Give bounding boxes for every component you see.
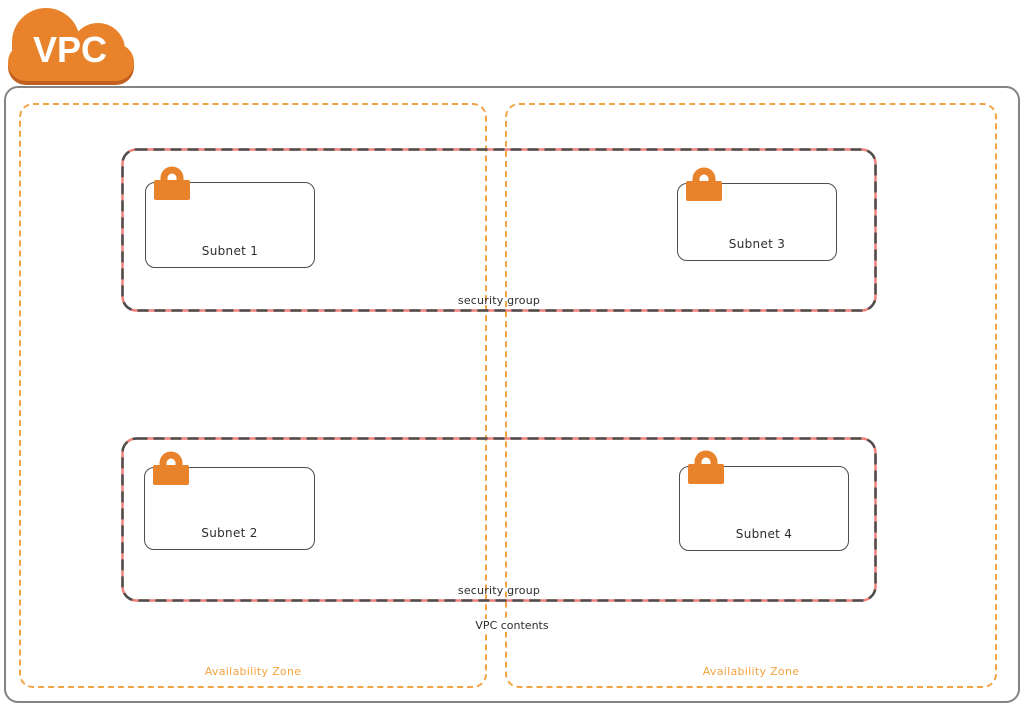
lock-icon [686,167,722,201]
vpc-cloud-icon: VPC [2,2,138,86]
security-group-1: Subnet 1 Subnet 3 security group [121,148,877,312]
availability-zone-left: Availability Zone [19,103,487,688]
security-group-1-label: security group [457,294,541,307]
security-group-2-border [121,437,877,602]
availability-zone-left-label: Availability Zone [204,665,302,678]
subnet-2-label: Subnet 2 [201,526,258,540]
lock-icon [688,450,724,484]
subnet-4-box: Subnet 4 [679,450,849,551]
cloud-icon: VPC [8,8,134,85]
security-group-2-label: security group [457,584,541,597]
vpc-cloud-label: VPC [33,29,107,70]
availability-zone-right: Availability Zone [505,103,997,688]
security-group-2: Subnet 2 Subnet 4 security group [121,437,877,602]
security-group-1-border [121,148,877,312]
subnet-4-label: Subnet 4 [735,527,793,541]
subnet-3-box: Subnet 3 [677,167,837,261]
lock-icon [154,166,190,200]
subnet-1-box: Subnet 1 [145,166,315,268]
subnet-2-box: Subnet 2 [144,451,315,550]
subnet-1-label: Subnet 1 [201,244,259,258]
subnet-3-label: Subnet 3 [728,237,786,251]
availability-zone-right-label: Availability Zone [702,665,800,678]
lock-icon [153,451,189,485]
vpc-contents-label: VPC contents [471,619,553,632]
